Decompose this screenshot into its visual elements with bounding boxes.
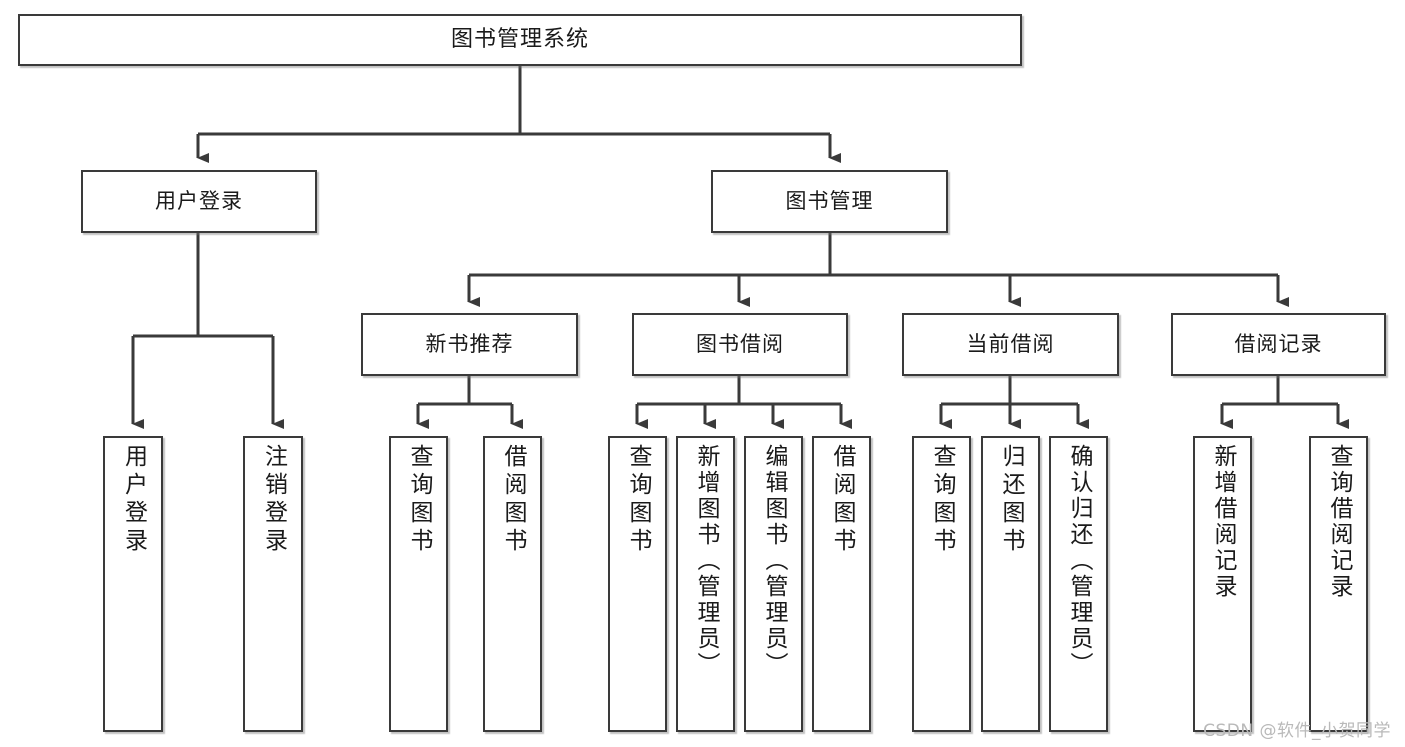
node-label: 图书管理 [785,188,874,213]
leaf-borrow-books-newbook[interactable]: 借阅图书 [483,436,542,732]
csdn-watermark: CSDN @软件_小贺同学 [1203,721,1391,741]
node-user-login[interactable]: 用户登录 [81,170,317,233]
node-label: 新书推荐 [425,331,514,356]
leaf-borrow-books-borrow[interactable]: 借阅图书 [812,436,871,732]
node-current-borrowing[interactable]: 当前借阅 [902,313,1119,376]
node-label: 借阅图书 [829,444,855,556]
leaf-confirm-return-admin[interactable]: 确认归还（管理员） [1049,436,1108,732]
leaf-query-borrow-record[interactable]: 查询借阅记录 [1309,436,1368,732]
node-label: 当前借阅 [966,331,1055,356]
node-label: 图书借阅 [696,331,784,356]
node-label: 用户登录 [120,444,147,556]
node-label: 查询图书 [625,444,651,556]
node-label: 查询图书 [406,444,432,556]
leaf-query-books-borrow[interactable]: 查询图书 [608,436,667,732]
node-label: 新增图书（管理员） [693,444,719,678]
leaf-query-books-current[interactable]: 查询图书 [912,436,971,732]
node-book-management[interactable]: 图书管理 [711,170,948,233]
node-label: 新增借阅记录 [1210,444,1236,600]
leaf-edit-book-admin[interactable]: 编辑图书（管理员） [744,436,803,732]
node-root-book-management-system[interactable]: 图书管理系统 [18,14,1022,66]
leaf-query-books-newbook[interactable]: 查询图书 [389,436,448,732]
leaf-add-borrow-record[interactable]: 新增借阅记录 [1193,436,1252,732]
node-label: 查询借阅记录 [1326,444,1352,600]
node-label: 查询图书 [929,444,955,556]
node-label: 编辑图书（管理员） [761,444,787,678]
node-borrowing-records[interactable]: 借阅记录 [1171,313,1386,376]
node-label: 图书管理系统 [450,26,589,52]
leaf-user-login[interactable]: 用户登录 [103,436,163,732]
leaf-logout[interactable]: 注销登录 [243,436,303,732]
node-label: 用户登录 [155,188,243,213]
leaf-return-books[interactable]: 归还图书 [981,436,1040,732]
leaf-add-book-admin[interactable]: 新增图书（管理员） [676,436,735,732]
node-new-book-recommendation[interactable]: 新书推荐 [361,313,578,376]
node-book-borrowing[interactable]: 图书借阅 [632,313,848,376]
node-label: 注销登录 [260,444,287,556]
node-label: 借阅图书 [500,444,526,556]
node-label: 归还图书 [998,444,1024,556]
node-label: 借阅记录 [1234,331,1323,356]
node-label: 确认归还（管理员） [1066,444,1092,678]
